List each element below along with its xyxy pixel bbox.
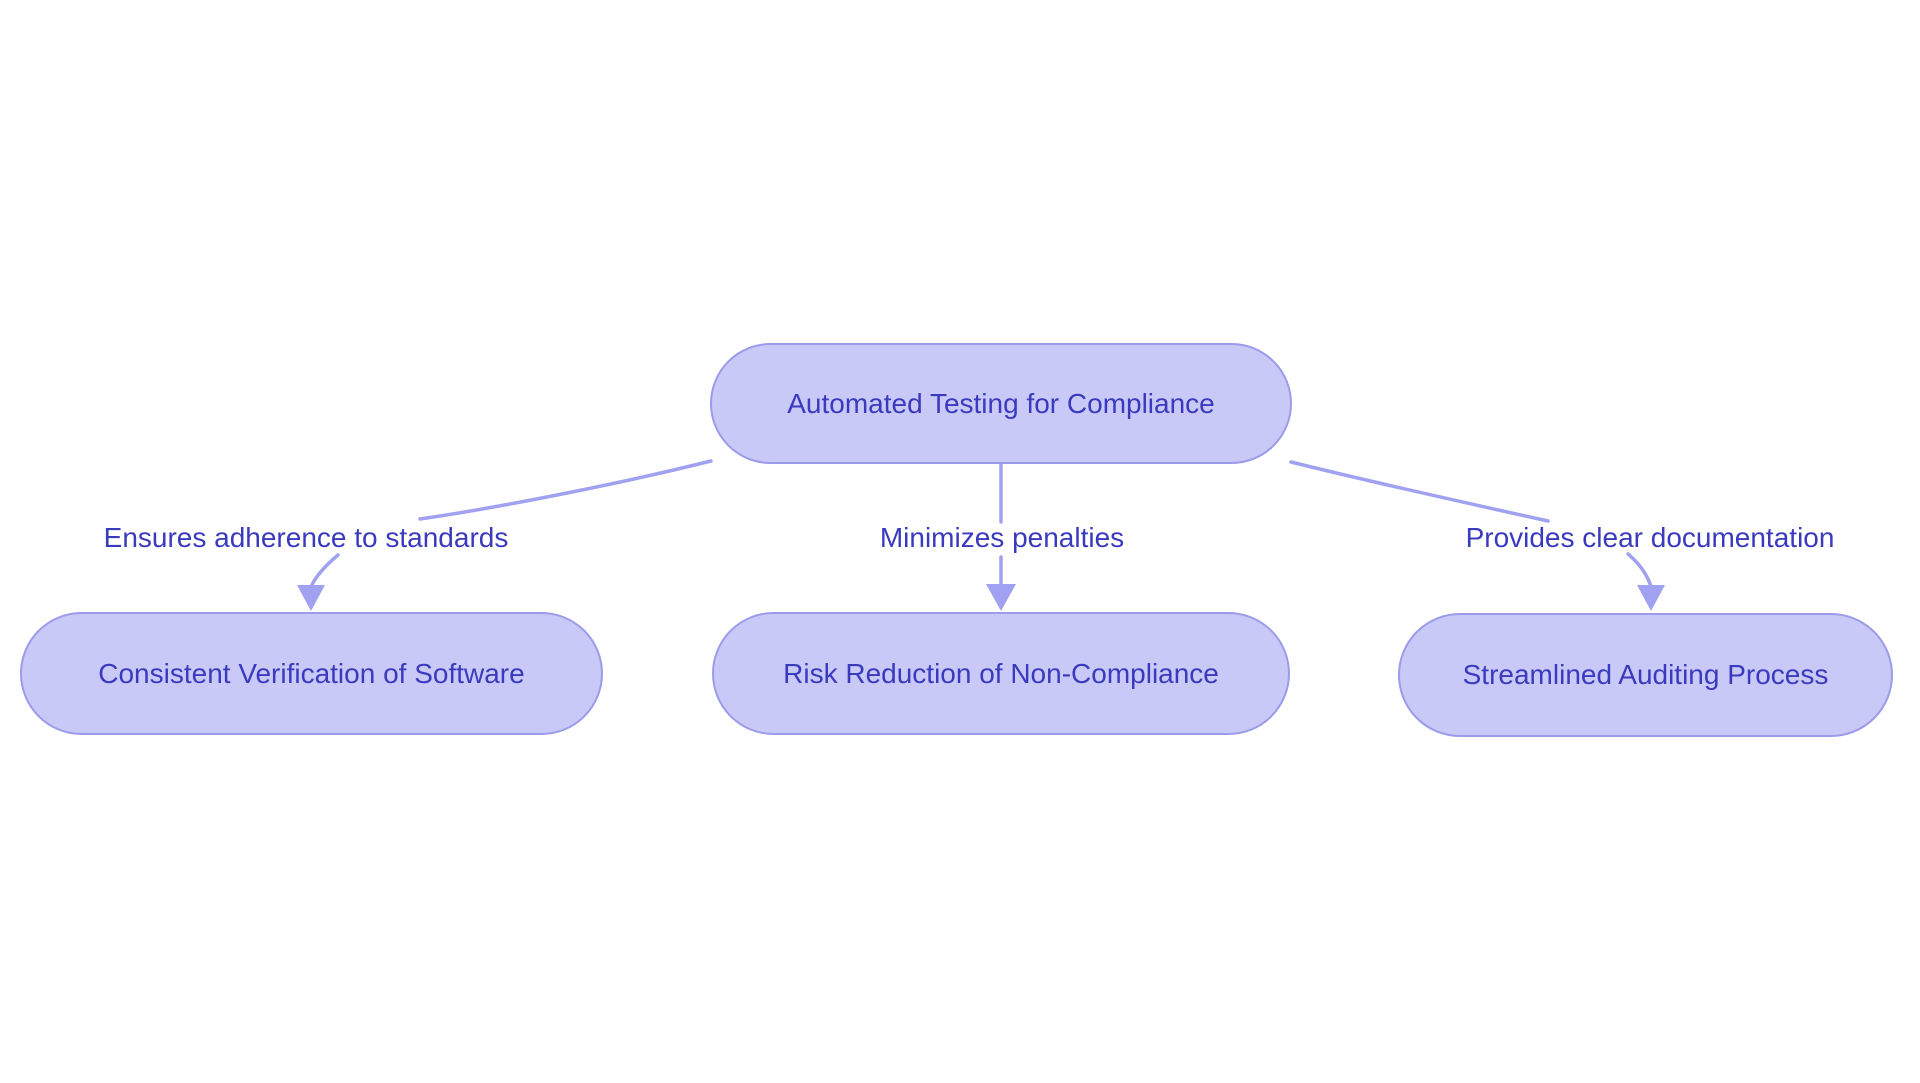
node-consistent-verification-of-software: Consistent Verification of Software (20, 612, 603, 735)
edge-provides-line (1289, 460, 1550, 523)
node-label: Consistent Verification of Software (98, 657, 525, 689)
edge-label-minimizes-penalties: Minimizes penalties (879, 522, 1125, 553)
edge-minimizes-arrowhead-icon (986, 584, 1016, 611)
edge-ensures-arrowhead-icon (297, 585, 325, 611)
node-label: Automated Testing for Compliance (787, 387, 1215, 419)
edge-label-provides-documentation: Provides clear documentation (1465, 522, 1835, 553)
node-streamlined-auditing-process: Streamlined Auditing Process (1398, 613, 1893, 737)
node-label: Streamlined Auditing Process (1462, 659, 1829, 690)
edge-provides-curve (1626, 552, 1653, 589)
node-label: Risk Reduction of Non-Compliance (783, 657, 1219, 689)
edge-provides-arrowhead-icon (1637, 585, 1665, 611)
edge-ensures-curve (309, 553, 340, 589)
edge-ensures-line (418, 459, 713, 521)
node-automated-testing-for-compliance: Automated Testing for Compliance (710, 343, 1292, 464)
node-risk-reduction-of-non-compliance: Risk Reduction of Non-Compliance (712, 612, 1290, 735)
edge-label-ensures-adherence: Ensures adherence to standards (103, 522, 509, 553)
